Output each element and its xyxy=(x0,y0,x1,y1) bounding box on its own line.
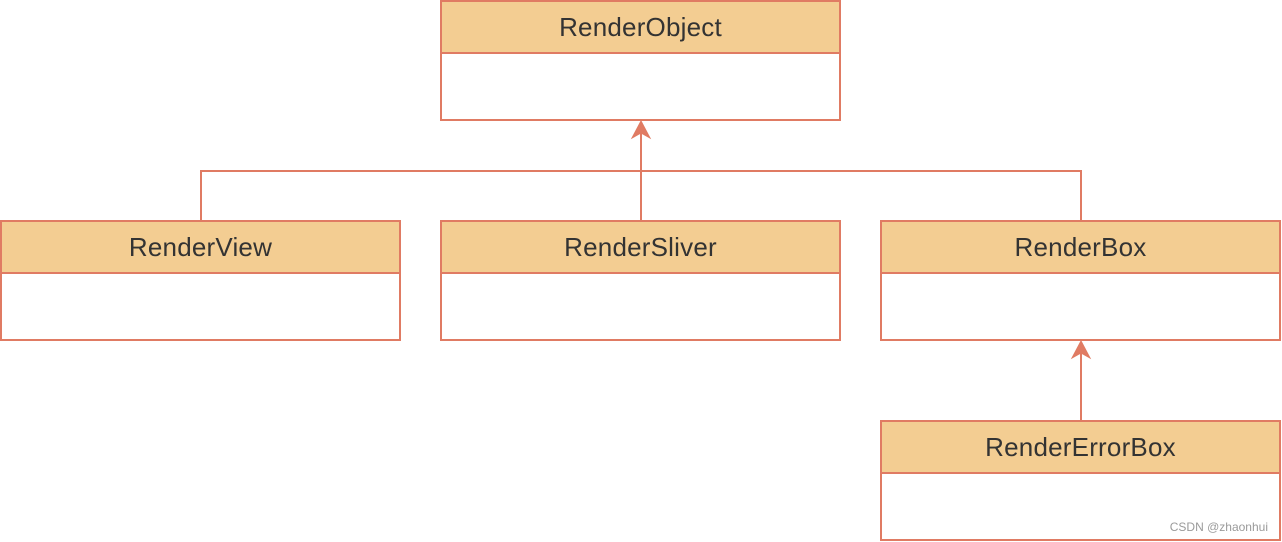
class-body xyxy=(2,274,399,339)
class-box-rendersliver[interactable]: RenderSliver xyxy=(440,220,841,341)
class-box-renderbox[interactable]: RenderBox xyxy=(880,220,1281,341)
class-body xyxy=(442,54,839,119)
class-name: RenderSliver xyxy=(442,222,839,274)
edge-renderbox-to-renderobject xyxy=(641,170,1082,220)
class-name: RenderObject xyxy=(442,2,839,54)
arrowhead-renderobject xyxy=(630,119,652,140)
class-body xyxy=(442,274,839,339)
watermark: CSDN @zhaonhui xyxy=(1169,520,1268,534)
class-name: RenderView xyxy=(2,222,399,274)
class-body xyxy=(882,274,1279,339)
arrowhead-renderbox xyxy=(1070,339,1092,360)
class-box-renderobject[interactable]: RenderObject xyxy=(440,0,841,121)
edge-renderview-to-renderobject xyxy=(200,170,641,220)
class-box-rendererrorbox[interactable]: RenderErrorBox xyxy=(880,420,1281,541)
class-box-renderview[interactable]: RenderView xyxy=(0,220,401,341)
class-name: RenderBox xyxy=(882,222,1279,274)
class-name: RenderErrorBox xyxy=(882,422,1279,474)
